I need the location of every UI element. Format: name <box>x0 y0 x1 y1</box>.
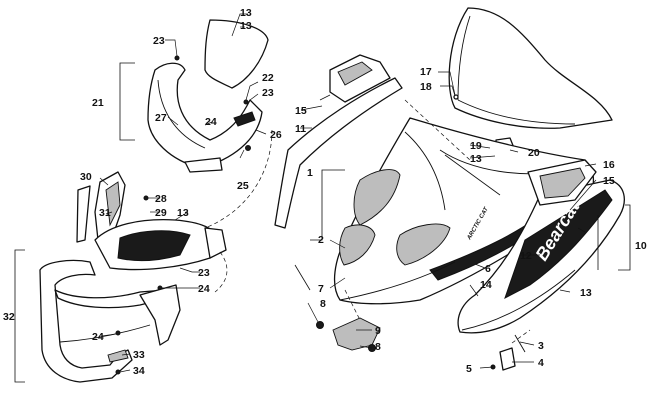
callout-13: 14 <box>480 279 492 291</box>
callout-15: 15 <box>295 105 307 117</box>
callout-1: 1 <box>307 167 313 179</box>
side-vent <box>527 159 597 206</box>
hood-side-trim <box>274 54 403 229</box>
callout-30: 30 <box>80 171 92 183</box>
callout-17: 18 <box>420 81 432 93</box>
callout-24: 24 <box>92 331 104 343</box>
callout-13: 13 <box>470 153 482 165</box>
side-panel: Bearcat 570 <box>457 179 625 334</box>
callout-15: 16 <box>603 159 615 171</box>
callout-4: 4 <box>538 357 544 369</box>
callout-24: 24 <box>205 116 217 128</box>
callout-22: 22 <box>262 72 274 84</box>
callout-28: 28 <box>155 193 167 205</box>
callouts: 13 13 23 22 23 21 27 24 26 25 15 11 1 2 … <box>3 7 647 377</box>
callout-26: 26 <box>270 129 282 141</box>
callout-11: 11 <box>295 123 306 135</box>
callout-27: 27 <box>155 112 167 124</box>
callout-16: 17 <box>420 66 432 78</box>
callout-8: 8 <box>320 298 326 310</box>
callout-5: 5 <box>466 363 472 375</box>
callout-23: 23 <box>262 87 274 99</box>
callout-34: 34 <box>133 365 145 377</box>
group-brackets <box>14 62 631 383</box>
callout-11: 12 <box>520 250 532 262</box>
callout-18: 19 <box>470 140 482 152</box>
callout-3: 3 <box>538 340 544 352</box>
bumper <box>39 259 181 383</box>
leader-lines <box>99 13 597 373</box>
callout-20: 13 <box>240 7 252 19</box>
callout-25: 25 <box>237 180 249 192</box>
callout-8: 8 <box>375 341 381 353</box>
callout-24: 24 <box>198 283 210 295</box>
skid-plate <box>316 317 381 352</box>
callout-13: 13 <box>240 20 252 32</box>
alignment-lines <box>204 99 531 344</box>
callout-13: 13 <box>177 207 189 219</box>
callout-14: 15 <box>603 175 615 187</box>
lower-nose <box>94 145 251 291</box>
callout-33: 33 <box>133 349 145 361</box>
callout-6: 6 <box>485 263 491 275</box>
callout-19: 20 <box>528 147 540 159</box>
callout-32: 32 <box>3 311 15 323</box>
callout-12: 13 <box>580 287 592 299</box>
callout-7: 7 <box>318 283 324 295</box>
callout-21: 21 <box>92 97 104 109</box>
hinge-bracket <box>490 334 526 371</box>
callout-29: 29 <box>155 207 167 219</box>
callout-23: 23 <box>198 267 210 279</box>
callout-23: 23 <box>153 35 165 47</box>
windshield <box>448 7 613 129</box>
callout-31: 31 <box>99 207 111 219</box>
callout-9: 9 <box>375 325 381 337</box>
callout-10: 10 <box>635 240 647 252</box>
headlight-cowl <box>147 19 269 173</box>
callout-2: 2 <box>318 234 324 246</box>
